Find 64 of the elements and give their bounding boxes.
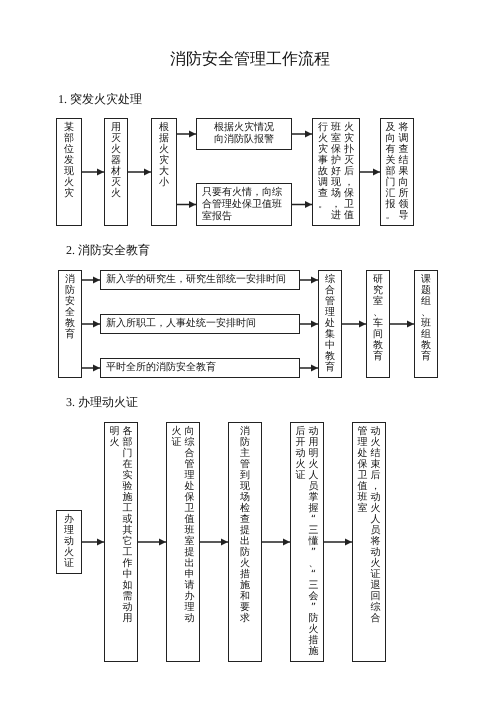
arrow — [138, 538, 166, 546]
step-text: 各部门在实验施工或其它工作中如需动用明火 — [110, 426, 132, 624]
step-text: 用灭火器材灭火 — [111, 122, 121, 199]
step-text: 平时全所的消防安全教育 — [106, 362, 217, 374]
arrow — [360, 168, 380, 176]
process-box — [100, 314, 300, 334]
process-box — [228, 422, 262, 662]
process-box — [380, 118, 414, 226]
arrow — [292, 201, 312, 208]
process-box — [290, 422, 324, 662]
process-box — [100, 358, 300, 378]
section-heading: 2. 消防安全教育 — [66, 243, 150, 258]
title: 消防安全管理工作流程 — [170, 50, 330, 70]
arrow — [177, 201, 196, 208]
arrow — [390, 320, 414, 328]
step-text: 根据火灾情况向消防队报警 — [213, 122, 275, 146]
step-text: 某部位发现火灾 — [64, 122, 74, 199]
arrow — [82, 538, 104, 546]
arrow — [82, 364, 100, 372]
section-heading: 1. 突发火灾处理 — [58, 92, 142, 107]
process-box — [58, 270, 82, 378]
process-box — [318, 270, 342, 378]
arrow — [292, 130, 312, 138]
step-text: 火灾扑灭后，保卫值班室保护好现场，进行火灾事故调查。 — [318, 122, 354, 221]
step-text: 办理动火证 — [64, 514, 74, 569]
step-text: 只要有火情，向综合管理处保卫值班室报告 — [202, 186, 283, 222]
arrow — [324, 538, 352, 546]
process-box — [100, 270, 300, 290]
step-text: 消防安全教育 — [65, 274, 75, 340]
arrow — [262, 538, 290, 546]
section-heading: 3. 办理动火证 — [66, 395, 138, 410]
process-box — [352, 422, 386, 662]
process-box — [104, 422, 138, 662]
arrow — [342, 320, 366, 328]
arrow — [82, 320, 100, 328]
process-box — [56, 118, 82, 226]
step-text: 综合管理处集中教育 — [325, 274, 335, 373]
step-text: 课题组、班组教育 — [421, 274, 431, 362]
arrow — [200, 538, 228, 546]
step-text: 将调查结果向所领导及向有关部门汇报。 — [386, 122, 408, 221]
process-box — [312, 118, 360, 226]
step-text: 新入所职工，人事处统一安排时间 — [106, 318, 257, 330]
step-text: 向综合管理处保卫值班室提出申请办理动火证 — [172, 426, 194, 624]
step-text: 研究室、车间教育 — [373, 274, 383, 362]
step-text: 动用明火人员掌握“三懂”、“三会”防火措施后开动火证 — [296, 426, 318, 657]
process-box — [196, 118, 292, 150]
arrow — [177, 130, 196, 138]
process-box — [414, 270, 438, 378]
arrow — [300, 364, 318, 372]
step-text: 动火结束后，动火人员将动火证退回综合管理处保卫值班室 — [358, 426, 380, 624]
arrow — [82, 168, 104, 176]
arrow — [82, 276, 100, 284]
process-box — [104, 118, 128, 226]
process-box — [366, 270, 390, 378]
process-box — [196, 183, 292, 226]
arrow — [300, 276, 318, 284]
process-box — [151, 118, 177, 226]
arrow — [300, 320, 318, 328]
arrow — [128, 168, 151, 176]
process-box — [166, 422, 200, 662]
step-text: 新入学的研究生，研究生部统一安排时间 — [106, 274, 287, 286]
process-box — [56, 510, 82, 574]
step-text: 根据火灾大小 — [159, 122, 169, 188]
step-text: 消防主管到现场检查提出防火措施和要求 — [240, 426, 250, 624]
